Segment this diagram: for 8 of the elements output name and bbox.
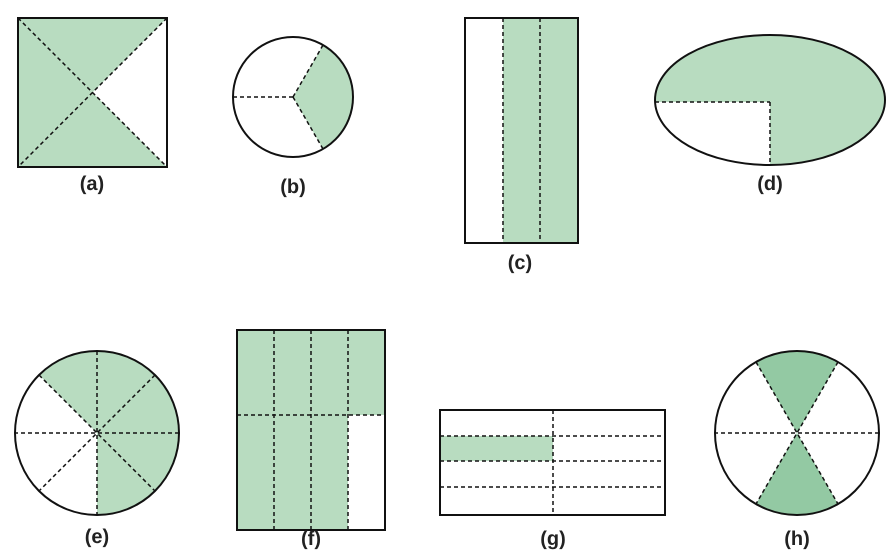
figure-label: (d) (757, 174, 783, 194)
figure-label: (e) (84, 527, 110, 547)
figure-label: (b) (280, 177, 306, 197)
figure-label: (h) (784, 529, 810, 549)
figure-label: (a) (80, 174, 104, 194)
figure-label: (f) (301, 529, 321, 549)
figure-label: (g) (540, 529, 566, 549)
figure-label: (c) (508, 253, 532, 273)
